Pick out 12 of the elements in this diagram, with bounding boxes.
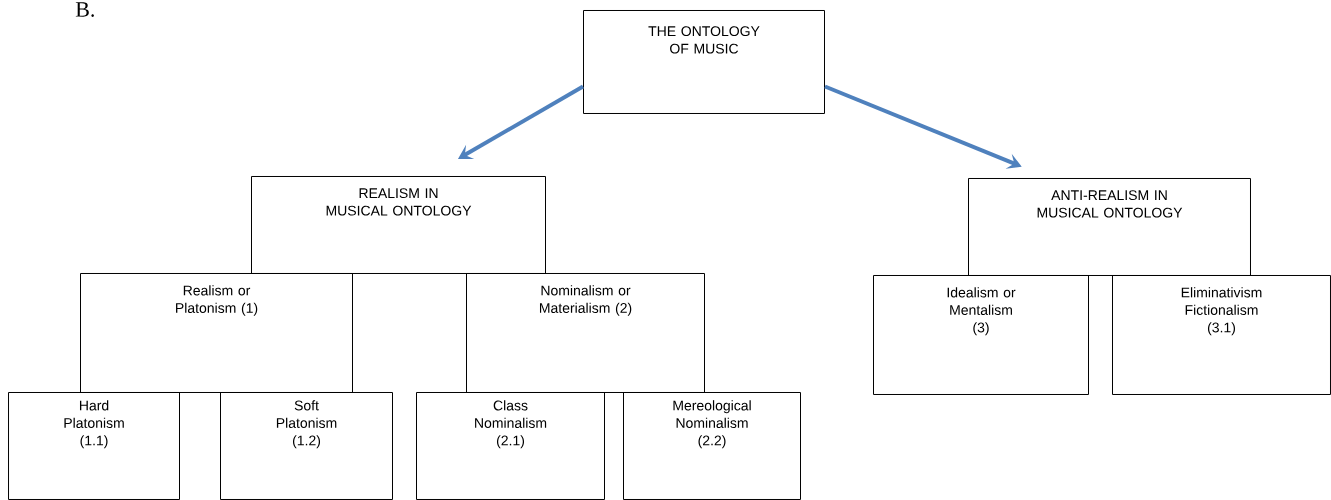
text-box: Class Nominalism (2.1) xyxy=(416,392,605,500)
text-box: Eliminativism Fictionalism (3.1) xyxy=(1112,275,1331,395)
text-box: Nominalism or Materialism (2) xyxy=(466,273,705,393)
text-box: Realism or Platonism (1) xyxy=(80,273,353,393)
text-box: Idealism or Mentalism (3) xyxy=(873,275,1089,395)
text-box: Mereological Nominalism (2.2) xyxy=(623,392,801,500)
text-box: THE ONTOLOGY OF MUSIC xyxy=(583,10,825,114)
text-box: REALISM IN MUSICAL ONTOLOGY xyxy=(251,176,546,274)
text-box: ANTI-REALISM IN MUSICAL ONTOLOGY xyxy=(968,178,1251,276)
panel-letter: B. xyxy=(75,2,94,17)
text-box: Soft Platonism (1.2) xyxy=(220,392,393,500)
text-box: Hard Platonism (1.1) xyxy=(8,392,180,500)
